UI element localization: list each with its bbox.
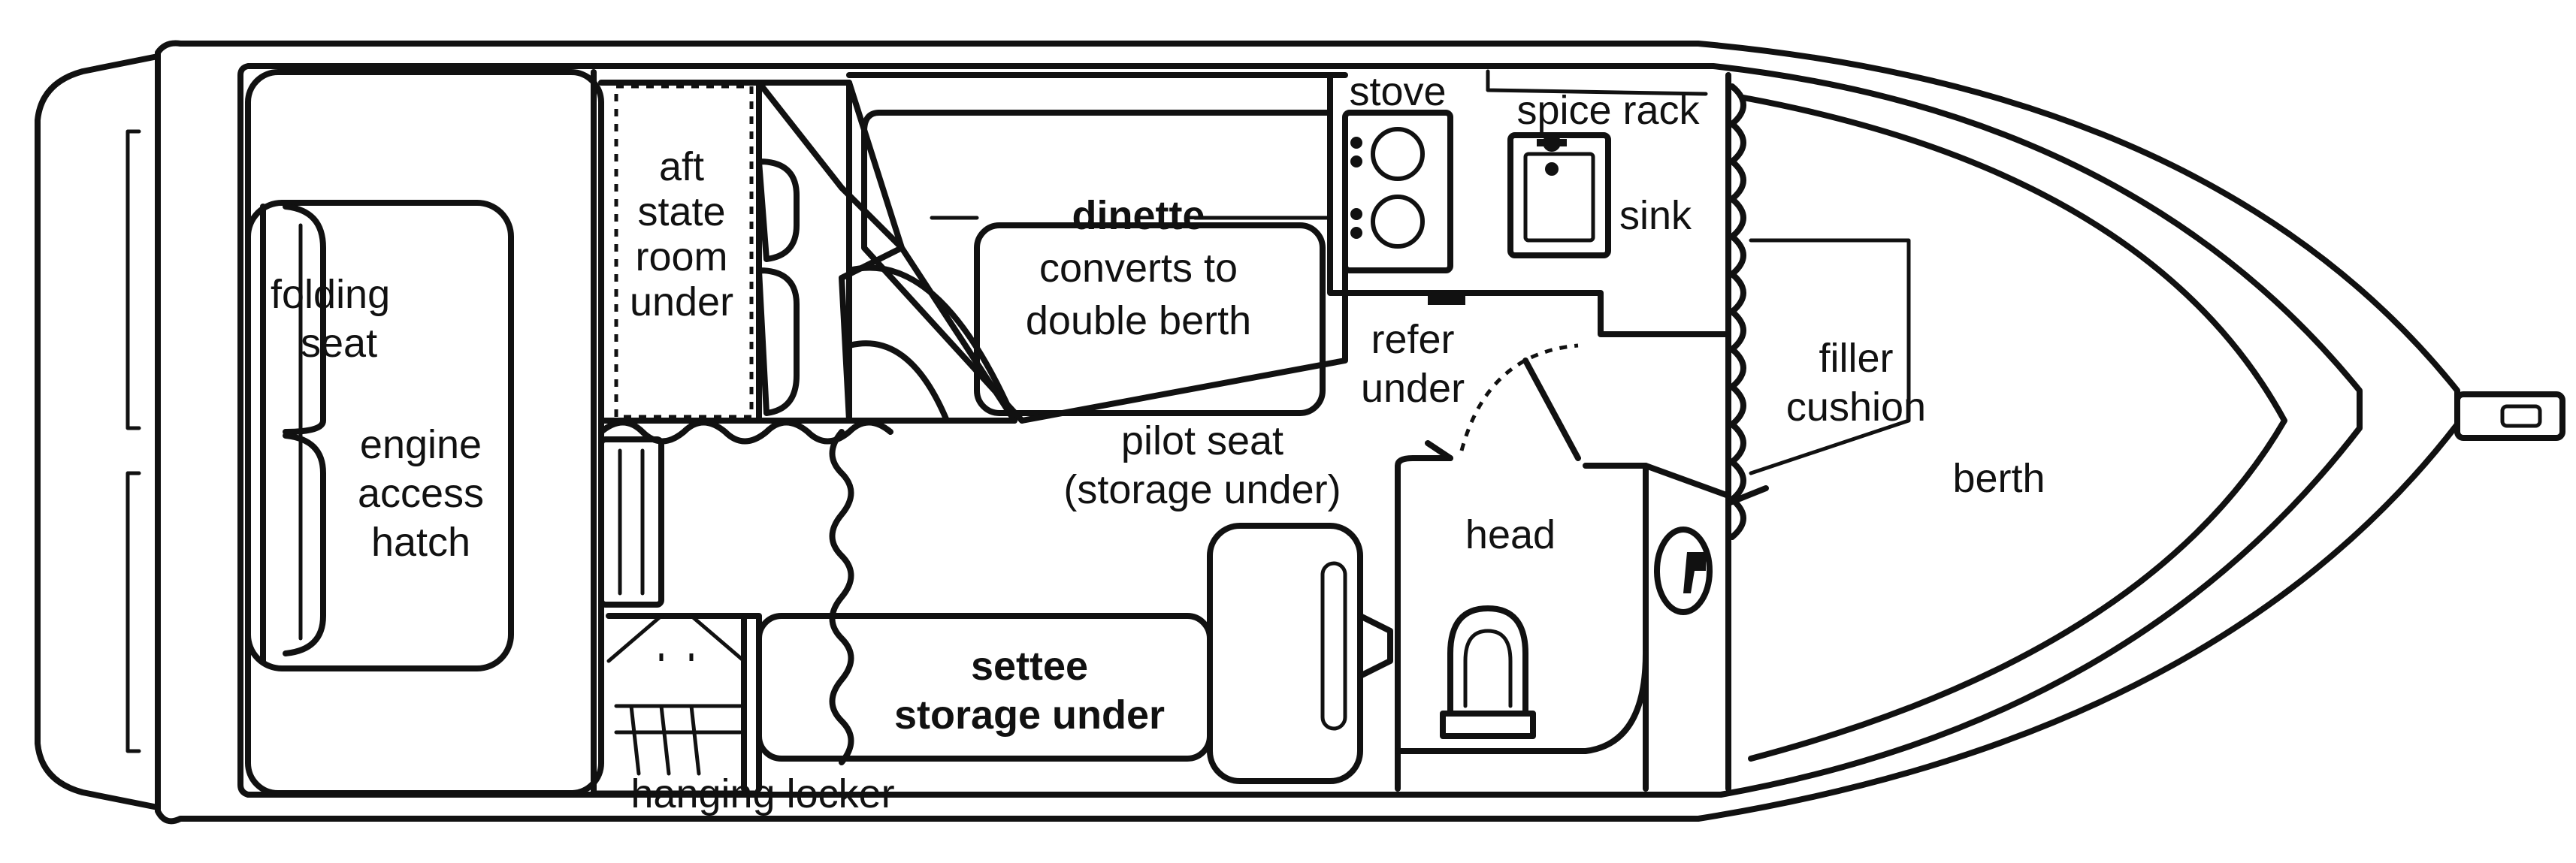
label-dinette: dinette — [1072, 193, 1205, 238]
label-dinette-2: converts to — [1039, 246, 1238, 291]
labels: aft state room under folding seat engine… — [271, 69, 2045, 816]
toilet-icon — [1440, 605, 1536, 739]
stove-burners — [1350, 127, 1425, 249]
label-head: head — [1465, 512, 1556, 557]
label-settee-1: settee — [971, 644, 1088, 689]
label-aft-stateroom-1: aft — [659, 144, 704, 189]
label-settee-2: storage under — [894, 693, 1165, 738]
curtain — [598, 419, 893, 765]
forward-bulkhead — [1725, 72, 1769, 792]
label-engine-hatch-3: hatch — [371, 520, 470, 565]
label-hanging-locker: hanging locker — [630, 771, 894, 816]
head-compartment — [1395, 343, 1731, 792]
sink-icon — [1654, 527, 1713, 615]
leader-lines — [591, 216, 1911, 795]
hanging-locker — [598, 436, 747, 792]
label-pilot-seat-2: (storage under) — [1063, 467, 1341, 512]
label-engine-hatch-1: engine — [360, 422, 482, 467]
pilot-seat — [1207, 523, 1393, 784]
label-folding-seat-1: folding — [271, 272, 390, 317]
label-folding-seat-2: seat — [301, 321, 377, 366]
label-engine-hatch-2: access — [358, 471, 484, 516]
label-refer-1: refer — [1371, 317, 1454, 362]
label-stove: stove — [1349, 69, 1446, 114]
label-spice-rack: spice rack — [1516, 88, 1700, 133]
label-aft-stateroom-3: room — [635, 234, 727, 279]
label-dinette-3: double berth — [1026, 298, 1251, 343]
galley — [1327, 69, 1731, 337]
label-berth: berth — [1952, 456, 2045, 501]
label-filler-cushion-1: filler — [1819, 336, 1893, 381]
label-sink: sink — [1619, 193, 1692, 238]
label-pilot-seat-1: pilot seat — [1121, 418, 1283, 463]
faucet-icon — [1537, 134, 1567, 176]
label-aft-stateroom-4: under — [630, 279, 733, 324]
hull — [35, 40, 2565, 825]
companionway-steps — [756, 80, 1017, 424]
label-aft-stateroom-2: state — [637, 189, 725, 234]
label-refer-2: under — [1361, 366, 1465, 411]
label-filler-cushion-2: cushion — [1786, 385, 1926, 430]
